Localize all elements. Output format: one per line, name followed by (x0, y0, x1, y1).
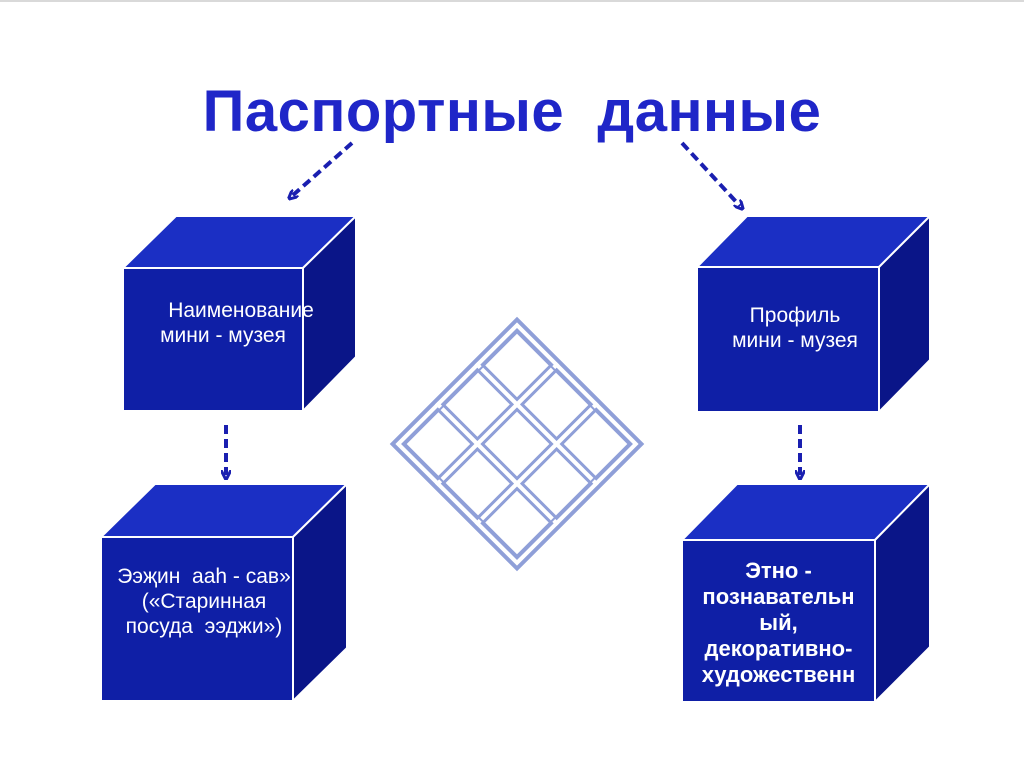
cube-ethno-label: Этно - познавательн ый, декоративно- худ… (682, 558, 875, 702)
cube-profile-label: Профиль мини - музея (700, 303, 890, 353)
cube-ethno-line-4: декоративно- (682, 636, 875, 662)
arrow-title-to-name (292, 143, 352, 196)
cube-dishes-line-3: посуда ээджи») (98, 614, 310, 639)
cube-dishes-line-1: Ээҗин ааh - сав» (98, 564, 310, 589)
cube-name-line-1: Наименование (126, 298, 356, 323)
cube-name-label: Наименование мини - музея (126, 298, 356, 348)
arrow-title-to-profile (682, 143, 740, 206)
cube-dishes-line-2: («Старинная (98, 589, 310, 614)
cube-profile-line-2: мини - музея (700, 328, 890, 353)
cube-ethno-line-2: познавательн (682, 584, 875, 610)
cube-ethno-line-5: художественн (682, 662, 875, 688)
cube-dishes-label: Ээҗин ааh - сав» («Старинная посуда ээдж… (98, 564, 310, 639)
cube-name-line-2: мини - музея (126, 323, 356, 348)
cube-ethno-line-1: Этно - (682, 558, 875, 584)
cube-profile-line-1: Профиль (700, 303, 890, 328)
endless-knot-icon (391, 318, 643, 570)
cube-ethno-line-3: ый, (682, 610, 875, 636)
